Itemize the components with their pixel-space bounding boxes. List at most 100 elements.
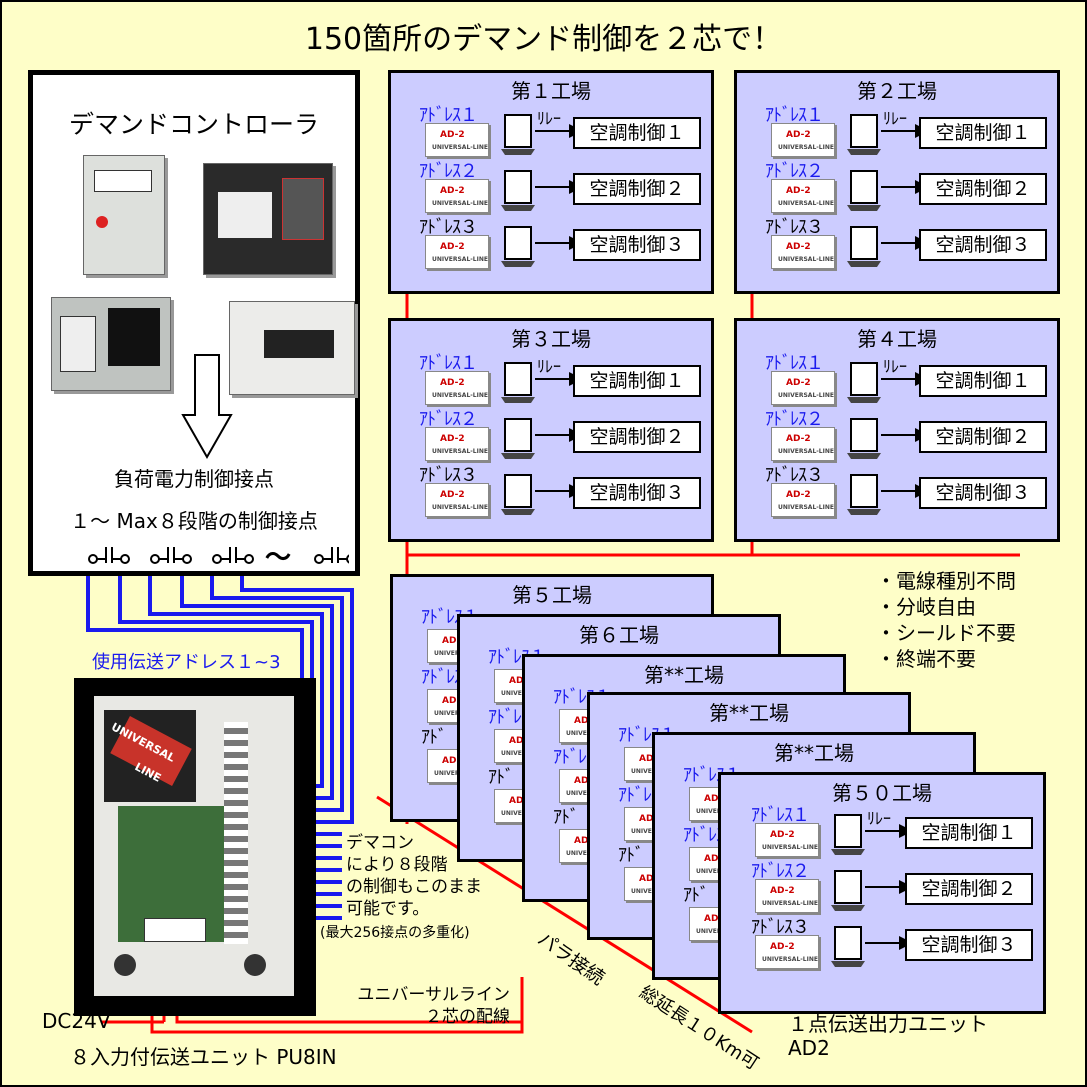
ad2-unit-text: AD-2 <box>440 434 465 444</box>
ad2-unit: AD-2 UNIVERSAL-LINE <box>425 123 489 157</box>
ad2-unit-subtext: UNIVERSAL-LINE <box>432 504 488 511</box>
demacon-note: デマコン により８段階 の制御もこのまま 可能です。 <box>346 832 482 920</box>
address-label: ｱﾄﾞ <box>683 885 709 906</box>
contact-tilde: ～ <box>265 543 292 573</box>
factory-title: 第１工場 <box>511 79 591 103</box>
ad2-unit-text: AD-2 <box>639 814 664 824</box>
address-label: ｱﾄﾞﾚｽ３ <box>765 465 824 486</box>
ac-control-box: 空調制御３ <box>919 477 1047 509</box>
factory-title: 第５工場 <box>512 583 592 607</box>
relay-label: ﾘﾚｰ <box>883 357 908 376</box>
ad2-unit-label: １点伝送出力ユニット AD2 <box>788 1012 988 1060</box>
ad2-unit-text: AD-2 <box>770 942 795 952</box>
ad2-unit: AD-2 UNIVERSAL-LINE <box>771 427 835 461</box>
ad2-unit-text: AD-2 <box>440 130 465 140</box>
universal-line-label-line: ２芯の配線 <box>425 1007 510 1027</box>
note-item: ・分岐自由 <box>876 595 976 619</box>
ad2-unit-text: AD-2 <box>440 242 465 252</box>
universal-line-label-line: ユニバーサルライン <box>357 985 510 1005</box>
address-label: ｱﾄﾞﾚｽ３ <box>419 217 478 238</box>
dc24v-label: DC24V <box>42 1009 111 1033</box>
ad2-unit-text: AD-2 <box>704 794 729 804</box>
ad2-unit: AD-2 UNIVERSAL-LINE <box>425 179 489 213</box>
address-label: ｱﾄﾞﾚｽ２ <box>419 161 478 182</box>
relay-icon <box>501 362 583 403</box>
ad2-unit-text: AD-2 <box>639 874 664 884</box>
ac-control-box: 空調制御３ <box>919 229 1047 261</box>
ad2-unit-text: AD-2 <box>440 186 465 196</box>
factory-box: 第４工場 ｱﾄﾞﾚｽ１ AD-2 UNIVERSAL-LINE ﾘﾚｰ 空調制御１ ｱ… <box>734 318 1060 542</box>
ad2-unit-subtext: UNIVERSAL-LINE <box>778 392 834 399</box>
factory-title: 第６工場 <box>579 623 659 647</box>
factory-title: 第５０工場 <box>832 781 932 805</box>
down-arrow-icon <box>181 354 233 460</box>
universal-line-label: ユニバーサルライン ２芯の配線 <box>340 984 510 1028</box>
factory-title: 第**工場 <box>644 663 724 687</box>
relay-icon <box>501 418 583 459</box>
controller-contact-label: 負荷電力制御接点 <box>114 467 274 491</box>
pu8in-terminals-bottom <box>144 918 206 942</box>
address-used-label: 使用伝送アドレス１~3 <box>92 652 281 673</box>
address-label: ｱﾄﾞ <box>618 845 644 866</box>
ad2-unit: AD-2 UNIVERSAL-LINE <box>771 483 835 517</box>
feature-notes: ・電線種別不問 ・分岐自由 ・シールド不要 ・終端不要 <box>876 568 1016 672</box>
ad2-unit-text: AD-2 <box>786 242 811 252</box>
ad2-unit: AD-2 UNIVERSAL-LINE <box>425 483 489 517</box>
ad2-unit-text: AD-2 <box>639 754 664 764</box>
ad2-unit-text: AD-2 <box>770 886 795 896</box>
ad2-unit-subtext: UNIVERSAL-LINE <box>432 256 488 263</box>
ad2-unit-subtext: UNIVERSAL-LINE <box>778 144 834 151</box>
factory-title: 第３工場 <box>511 327 591 351</box>
ad2-unit-text: AD-2 <box>509 676 534 686</box>
ad2-unit-label-line: AD2 <box>788 1036 830 1060</box>
address-label: ｱﾄﾞﾚｽ１ <box>765 353 824 374</box>
pu8in-label: ８入力付伝送ユニット PU8IN <box>70 1045 337 1069</box>
ad2-unit: AD-2 UNIVERSAL-LINE <box>771 371 835 405</box>
address-label: ｱﾄﾞﾚｽ２ <box>765 409 824 430</box>
ac-control-box: 空調制御２ <box>919 173 1047 205</box>
factory-title: 第２工場 <box>857 79 937 103</box>
contact-symbol-icon <box>212 547 254 564</box>
note-item: ・電線種別不問 <box>876 569 1016 593</box>
relay-label: ﾘﾚｰ <box>537 109 562 128</box>
ac-control-box: 空調制御２ <box>919 421 1047 453</box>
factory-box: 第５０工場ｱﾄﾞﾚｽ１ AD-2 UNIVERSAL-LINE ﾘﾚｰ空調制御１… <box>718 772 1046 1014</box>
address-label: ｱﾄﾞﾚｽ２ <box>751 861 810 882</box>
address-label: ｱﾄﾞﾚｽ３ <box>751 917 810 938</box>
ad2-unit-text: AD-2 <box>786 186 811 196</box>
ad2-unit-subtext: UNIVERSAL-LINE <box>762 844 818 851</box>
ad2-unit-subtext: UNIVERSAL-LINE <box>762 900 818 907</box>
ad2-unit-text: AD-2 <box>442 696 467 706</box>
address-label: ｱﾄﾞﾚｽ１ <box>419 353 478 374</box>
ad2-unit-subtext: UNIVERSAL-LINE <box>778 504 834 511</box>
ad2-unit-subtext: UNIVERSAL-LINE <box>432 448 488 455</box>
ad2-unit-label-line: １点伝送出力ユニット <box>788 1012 988 1036</box>
relay-label: ﾘﾚｰ <box>867 809 892 828</box>
address-label: ｱﾄﾞ <box>421 727 447 748</box>
ac-control-box: 空調制御１ <box>905 817 1033 849</box>
relay-icon <box>831 926 913 967</box>
ad2-unit-text: AD-2 <box>440 378 465 388</box>
ac-control-box: 空調制御１ <box>919 365 1047 397</box>
ac-control-box: 空調制御２ <box>573 173 701 205</box>
contact-symbol-icon <box>314 547 349 564</box>
pu8in-terminal-strip <box>224 722 248 944</box>
relay-icon <box>831 870 913 911</box>
ad2-unit-subtext: UNIVERSAL-LINE <box>432 392 488 399</box>
ad2-unit-text: AD-2 <box>786 434 811 444</box>
controller-contact-steps: １～ Max８段階の制御接点 <box>70 509 318 533</box>
factory-title: 第**工場 <box>709 701 789 725</box>
ac-control-box: 空調制御３ <box>905 929 1033 961</box>
ad2-unit-subtext: UNIVERSAL-LINE <box>778 448 834 455</box>
controller-device-3 <box>51 297 171 391</box>
relay-icon <box>501 474 583 515</box>
factory-title: 第４工場 <box>857 327 937 351</box>
ad2-unit-subtext: UNIVERSAL-LINE <box>778 256 834 263</box>
relay-icon <box>847 114 929 155</box>
ad2-unit-text: AD-2 <box>442 636 467 646</box>
ad2-unit-text: AD-2 <box>704 914 729 924</box>
ad2-unit-text: AD-2 <box>786 378 811 388</box>
ad2-unit: AD-2 UNIVERSAL-LINE <box>425 371 489 405</box>
